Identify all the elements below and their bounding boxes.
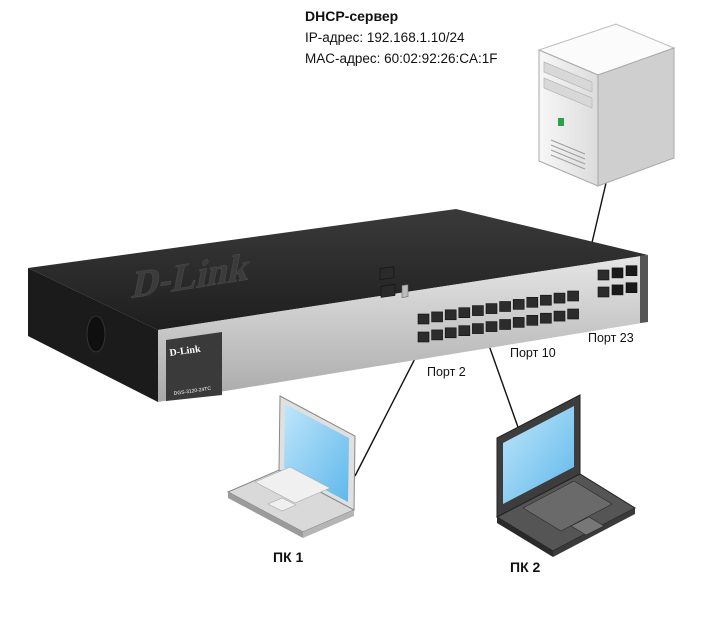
switch-port-icon xyxy=(417,313,430,325)
pc-labels: ПК 1 ПК 2 xyxy=(273,549,540,575)
switch-uplink-port-icon xyxy=(611,267,624,279)
port23-label: Порт 23 xyxy=(588,331,634,345)
link-pc2-port10 xyxy=(485,336,520,431)
switch-front-brand: D-Link xyxy=(169,344,202,359)
switch-port-icon xyxy=(499,319,511,330)
port-labels: Порт 2 Порт 10 Порт 23 xyxy=(427,331,634,379)
switch-port-icon xyxy=(512,299,525,310)
switch-uplink-port-icon xyxy=(611,284,624,296)
switch-top-brand: D-Link xyxy=(129,245,254,307)
switch-port-icon xyxy=(567,290,579,302)
switch-port-icon xyxy=(444,327,457,339)
server-info: DHCP-сервер IP-адрес: 192.168.1.10/24 MA… xyxy=(305,8,497,66)
server-icon xyxy=(537,23,676,187)
server-mac: MAC-адрес: 60:02:92:26:CA:1F xyxy=(305,51,497,66)
switch-port-icon xyxy=(458,325,471,337)
switch-uplink-port-icon xyxy=(597,269,610,281)
laptop-pc1-icon xyxy=(226,395,356,538)
switch-port-icon xyxy=(540,312,552,324)
switch-port-icon xyxy=(526,296,539,308)
port2-label: Порт 2 xyxy=(427,365,466,379)
switch-port-grid xyxy=(417,265,638,343)
server-ip: IP-адрес: 192.168.1.10/24 xyxy=(305,30,465,45)
switch-port-icon xyxy=(553,310,566,322)
switch-port-icon xyxy=(472,323,484,334)
switch-port-icon xyxy=(499,301,511,312)
server-title: DHCP-сервер xyxy=(305,8,398,24)
switch-port-icon xyxy=(485,321,498,332)
switch-port-icon xyxy=(417,331,430,343)
switch-model-tag: DGS-3120-24TC xyxy=(173,386,211,397)
switch-port-icon xyxy=(458,307,471,319)
switch-port-icon xyxy=(472,305,484,316)
switch-uplink-port-icon xyxy=(597,286,610,298)
link-pc1-port2 xyxy=(354,338,426,477)
switch-port-icon xyxy=(431,329,443,341)
switch-uplink-port-icon xyxy=(625,282,638,294)
switch-port-icon xyxy=(567,308,579,320)
switch-uplink-port-icon xyxy=(625,265,638,277)
switch-port-icon xyxy=(512,317,525,328)
switch-icon: D-Link DGS-3120-24TC D-Link xyxy=(28,209,648,402)
pc2-label: ПК 2 xyxy=(510,559,540,575)
server-led-icon xyxy=(558,118,564,126)
switch-port-icon xyxy=(553,292,566,304)
port10-label: Порт 10 xyxy=(510,346,556,360)
switch-port-icon xyxy=(526,314,539,326)
switch-port-icon xyxy=(444,309,457,321)
switch-port-icon xyxy=(485,303,498,314)
switch-port-icon xyxy=(431,311,443,323)
pc1-label: ПК 1 xyxy=(273,549,303,565)
switch-port-icon xyxy=(540,294,552,306)
laptop-pc2-icon xyxy=(495,394,637,557)
